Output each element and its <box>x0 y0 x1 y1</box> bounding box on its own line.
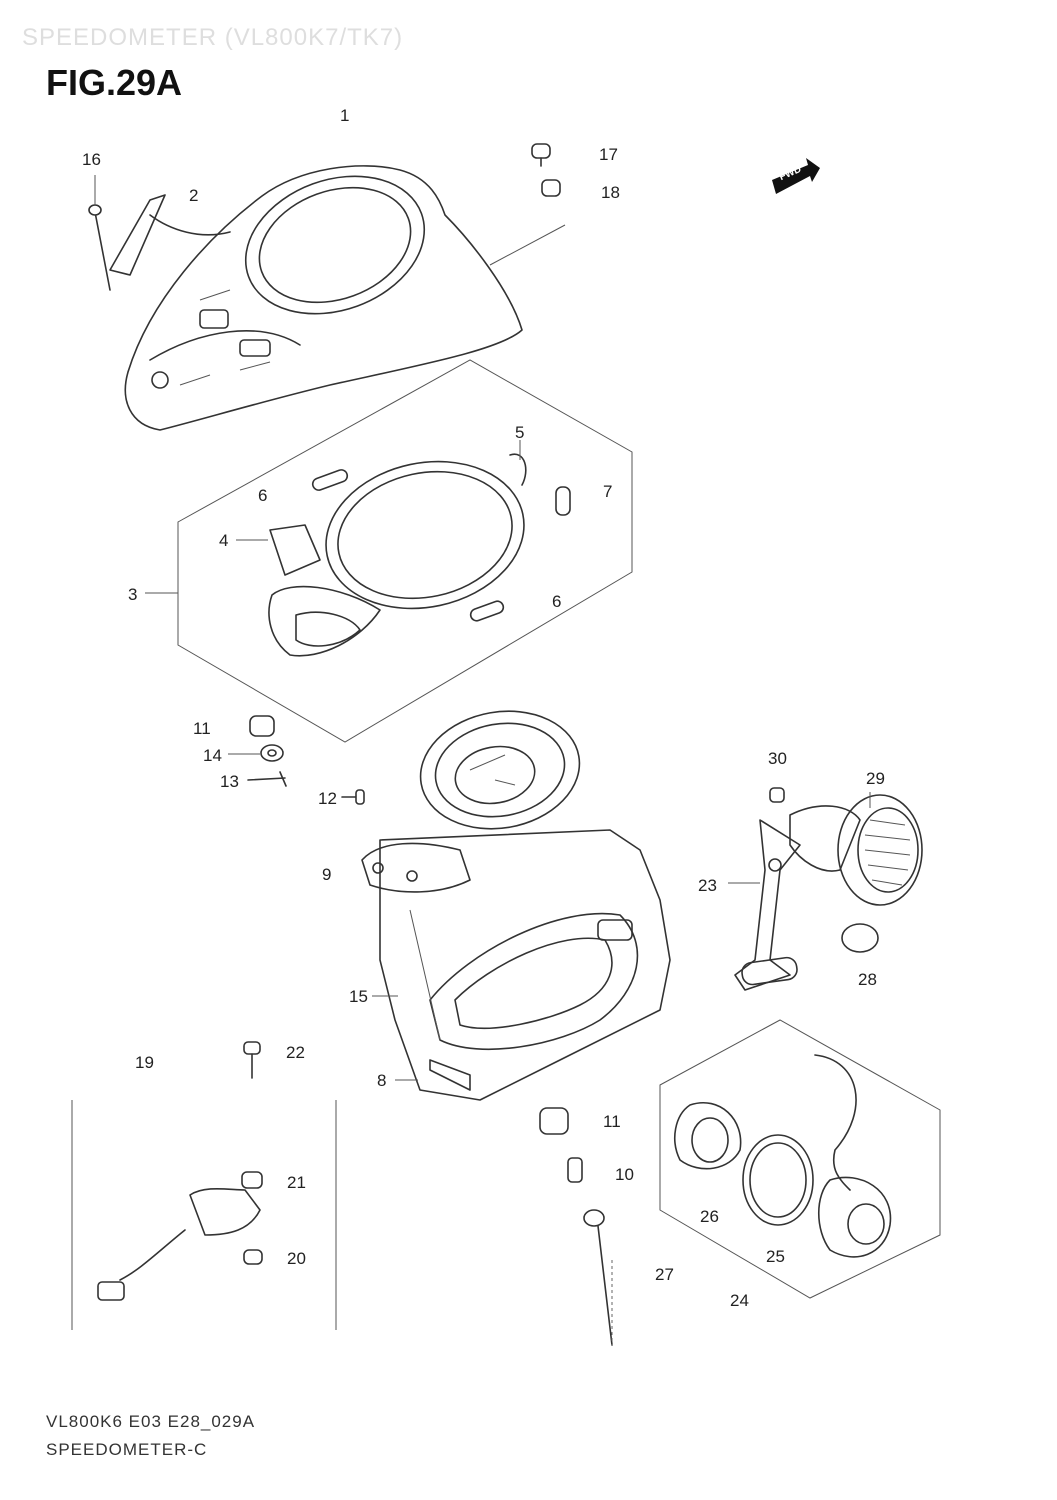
faint-page-title: SPEEDOMETER (VL800K7/TK7) <box>22 24 404 51</box>
callout-4: 4 <box>219 531 229 550</box>
callout-20: 20 <box>287 1249 306 1268</box>
callout-26: 26 <box>700 1207 719 1226</box>
fwd-arrow-icon <box>772 158 820 194</box>
callout-22: 22 <box>286 1043 305 1062</box>
part-3-meter-panel <box>177 359 633 743</box>
part-16-screw <box>88 204 111 291</box>
part-14-washer <box>260 744 284 762</box>
callout-30: 30 <box>768 749 787 768</box>
callout-24: 24 <box>730 1291 749 1310</box>
part-9-cable <box>583 1209 613 1346</box>
part-1-meter-cover <box>109 165 523 431</box>
part-speedometer-dial <box>419 710 581 830</box>
part-24-socket-group <box>659 1019 941 1299</box>
callout-14: 14 <box>203 746 222 765</box>
callout-5: 5 <box>515 423 525 442</box>
callout-6b: 6 <box>552 592 562 611</box>
part-23-bracket <box>734 819 801 991</box>
part-9-bracket <box>361 842 471 893</box>
part-15-meter-case <box>379 829 671 1101</box>
callout-9: 9 <box>322 865 332 884</box>
part-11-lower-grommet <box>539 1107 569 1135</box>
callout-3: 3 <box>128 585 138 604</box>
callout-29: 29 <box>866 769 885 788</box>
part-19-sensor-frame <box>71 1100 337 1330</box>
callout-8: 8 <box>377 1071 387 1090</box>
callout-19: 19 <box>135 1053 154 1072</box>
part-22-bolt <box>243 1041 261 1079</box>
callout-17: 17 <box>599 145 618 164</box>
part-29-lamp <box>789 794 923 906</box>
part-11-grommet <box>249 715 275 737</box>
callout-23: 23 <box>698 876 717 895</box>
callout-27: 27 <box>655 1265 674 1284</box>
callout-16: 16 <box>82 150 101 169</box>
part-12-screw <box>341 789 365 805</box>
part-13-screw <box>247 771 287 787</box>
callout-12: 12 <box>318 789 337 808</box>
part-17-bolt <box>531 143 551 167</box>
callout-18: 18 <box>601 183 620 202</box>
callout-25: 25 <box>766 1247 785 1266</box>
callout-1: 1 <box>340 106 350 125</box>
diagram-name: SPEEDOMETER-C <box>46 1440 208 1459</box>
callout-6a: 6 <box>258 486 268 505</box>
figure-label: FIG.29A <box>46 62 183 103</box>
callout-10: 10 <box>615 1165 634 1184</box>
callout-11b: 11 <box>603 1112 621 1131</box>
callout-13: 13 <box>220 772 239 791</box>
callout-21: 21 <box>287 1173 306 1192</box>
callout-2: 2 <box>189 186 199 205</box>
callout-15: 15 <box>349 987 368 1006</box>
part-28-clip <box>841 923 879 953</box>
callout-11a: 11 <box>193 719 211 738</box>
diagram-code: VL800K6 E03 E28_029A <box>46 1412 256 1431</box>
part-18-nut <box>541 179 561 197</box>
part-10-bolt <box>567 1157 583 1183</box>
callout-7: 7 <box>603 482 613 501</box>
callout-28: 28 <box>858 970 877 989</box>
part-30-nut <box>769 787 785 803</box>
